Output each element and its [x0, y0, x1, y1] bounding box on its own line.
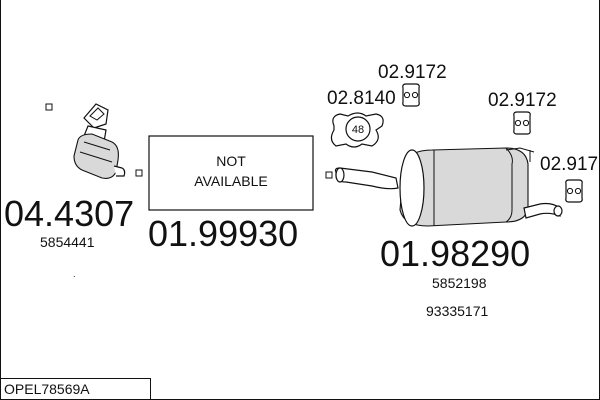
gasket-size-label: 48	[352, 124, 364, 136]
rear-muffler-oe-number-1: 5852198	[432, 275, 487, 291]
hanger-3-part-code: 02.9172	[540, 154, 600, 175]
reference-code: OPEL78569A	[4, 381, 90, 397]
hanger-2-drawing	[513, 111, 531, 135]
hanger-3-drawing	[565, 179, 583, 203]
hanger-2-part-code: 02.9172	[488, 90, 557, 111]
rear-muffler-drawing	[334, 147, 563, 227]
connector-marker	[45, 103, 53, 111]
not-available-line2: AVAILABLE	[194, 173, 267, 189]
catalyst-oe-number: 5854441	[40, 234, 95, 250]
center-pipe-part-code: 01.99930	[148, 213, 298, 254]
stray-dot: .	[73, 269, 76, 279]
rear-muffler-part-code: 01.98290	[380, 233, 530, 274]
center-pipe-not-available-box: NOT AVAILABLE	[135, 135, 333, 211]
hanger-1-part-code: 02.9172	[378, 62, 447, 83]
gasket-part-code: 02.8140	[327, 88, 396, 109]
catalyst-part-code: 04.4307	[4, 193, 134, 234]
connector-marker	[135, 169, 143, 177]
gasket-drawing: 48	[330, 112, 384, 148]
connector-marker	[325, 171, 333, 179]
catalytic-converter-drawing	[45, 103, 126, 179]
reference-box: OPEL78569A	[0, 378, 151, 400]
hanger-1-drawing	[402, 83, 420, 107]
not-available-line1: NOT	[216, 153, 246, 169]
rear-muffler-oe-number-2: 93335171	[426, 303, 489, 319]
